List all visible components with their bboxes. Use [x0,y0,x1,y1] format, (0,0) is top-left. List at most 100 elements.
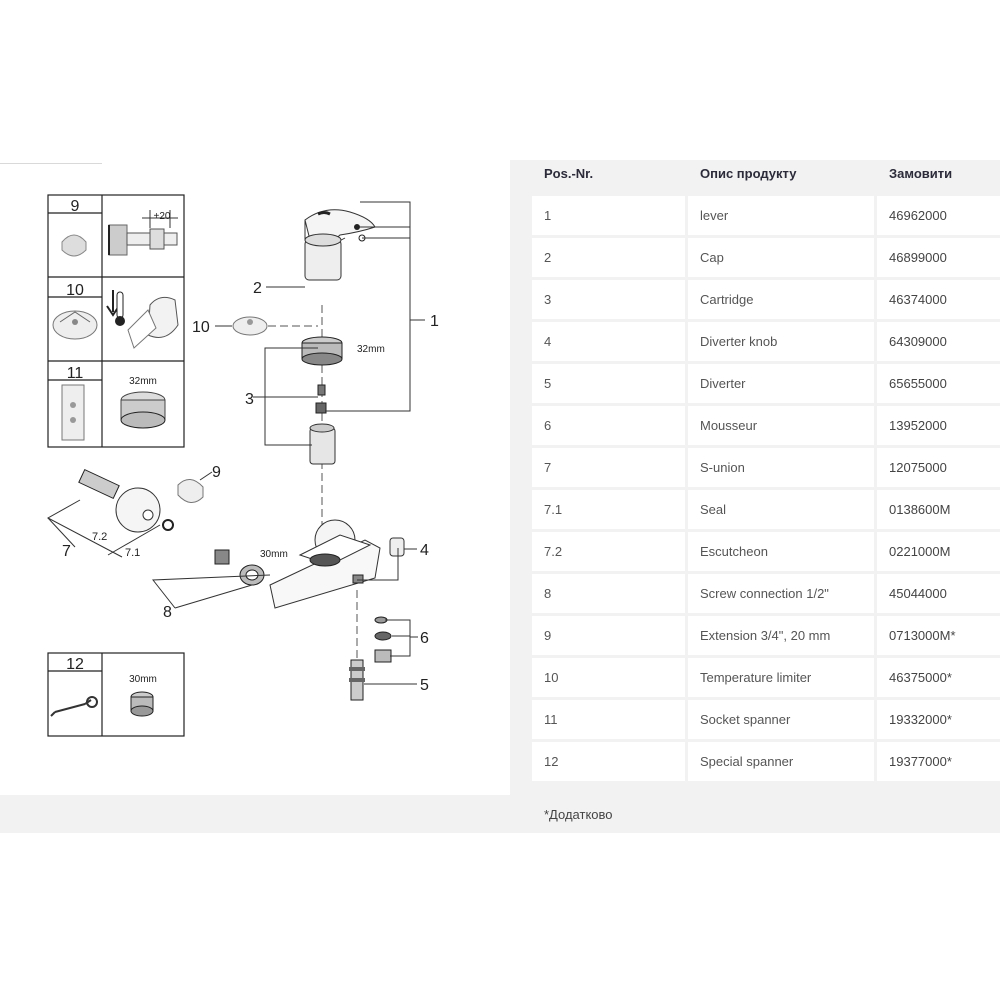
cell-pos: 3 [532,280,685,322]
cell-order: 46899000 [874,238,1000,280]
cell-order: 12075000 [874,448,1000,490]
dimension-30mm: 30mm [260,549,288,560]
screw-connection-part [214,549,265,586]
cartridge-nut-part [301,336,343,366]
box11-number: 11 [67,365,84,382]
callout-2: 2 [253,280,262,297]
accessory-box-top [47,194,185,448]
callout-4: 4 [420,542,429,559]
callout-7-2: 7.2 [92,531,107,543]
cell-pos: 8 [532,574,685,616]
cell-description: Temperature limiter [685,658,874,700]
header-description: Опис продукту [700,166,797,181]
cell-description: Diverter knob [685,322,874,364]
temperature-limiter-icon [52,310,98,340]
top-divider [0,163,102,164]
cell-pos: 1 [532,196,685,238]
cell-pos: 7.1 [532,490,685,532]
box9-number: 9 [71,198,80,215]
cell-description: S-union [685,448,874,490]
callout-5: 5 [420,677,429,694]
diverter-knob-part [389,537,405,557]
thermometer-icon [106,290,179,349]
cell-order: 0138600M [874,490,1000,532]
exploded-parts-diagram: 9 10 11 +20 32mm [0,160,510,795]
diverter-part [349,659,365,701]
cell-order: 13952000 [874,406,1000,448]
callout-8: 8 [163,604,172,621]
dimension-32mm: 32mm [357,344,385,355]
socket-icon [120,391,166,429]
box11-dimension: 32mm [129,376,157,387]
cell-pos: 7 [532,448,685,490]
cell-order: 46374000 [874,280,1000,322]
box10-number: 10 [66,282,84,299]
cell-pos: 4 [532,322,685,364]
cartridge-part [309,384,336,465]
callout-9: 9 [212,464,221,481]
box12-dimension: 30mm [129,674,157,685]
cell-order: 0221000M [874,532,1000,574]
header-order: Замовити [889,166,953,181]
mousseur-part [374,616,392,663]
cell-description: Mousseur [685,406,874,448]
socket-spanner-icon [61,384,85,441]
cell-description: lever [685,196,874,238]
table-header-row: Pos.-Nr. Опис продукту Замовити [532,166,1000,196]
left-bottom-band [0,795,510,833]
cell-order: 19377000* [874,742,1000,784]
callout-7: 7 [62,543,71,560]
cell-pos: 7.2 [532,532,685,574]
callout-10: 10 [192,319,210,336]
cell-description: Cap [685,238,874,280]
footnote: *Додатково [544,807,613,822]
cell-pos: 9 [532,616,685,658]
cell-order: 64309000 [874,322,1000,364]
cell-description: Special spanner [685,742,874,784]
callout-7-1: 7.1 [125,547,140,559]
box12-number: 12 [66,656,84,673]
nut-icon [130,691,154,717]
cell-pos: 5 [532,364,685,406]
extension-part [177,479,204,503]
faucet-body-part [269,519,381,609]
cell-description: Seal [685,490,874,532]
cell-description: Diverter [685,364,874,406]
callout-3: 3 [245,391,254,408]
cell-description: Cartridge [685,280,874,322]
cell-pos: 10 [532,658,685,700]
cell-pos: 6 [532,406,685,448]
callout-1: 1 [430,313,439,330]
cell-pos: 12 [532,742,685,784]
box9-dimension: +20 [154,211,171,222]
cell-description: Extension 3/4", 20 mm [685,616,874,658]
cell-description: Screw connection 1/2" [685,574,874,616]
cap-part [304,233,342,281]
callout-6: 6 [420,630,429,647]
cell-description: Escutcheon [685,532,874,574]
temperature-limiter-part [232,316,268,336]
s-union-part [78,468,174,533]
cell-order: 0713000M* [874,616,1000,658]
cell-order: 46962000 [874,196,1000,238]
cell-pos: 2 [532,238,685,280]
spanner-icon [50,696,98,717]
cell-order: 19332000* [874,700,1000,742]
accessory-box-bottom [47,652,185,737]
cell-pos: 11 [532,700,685,742]
